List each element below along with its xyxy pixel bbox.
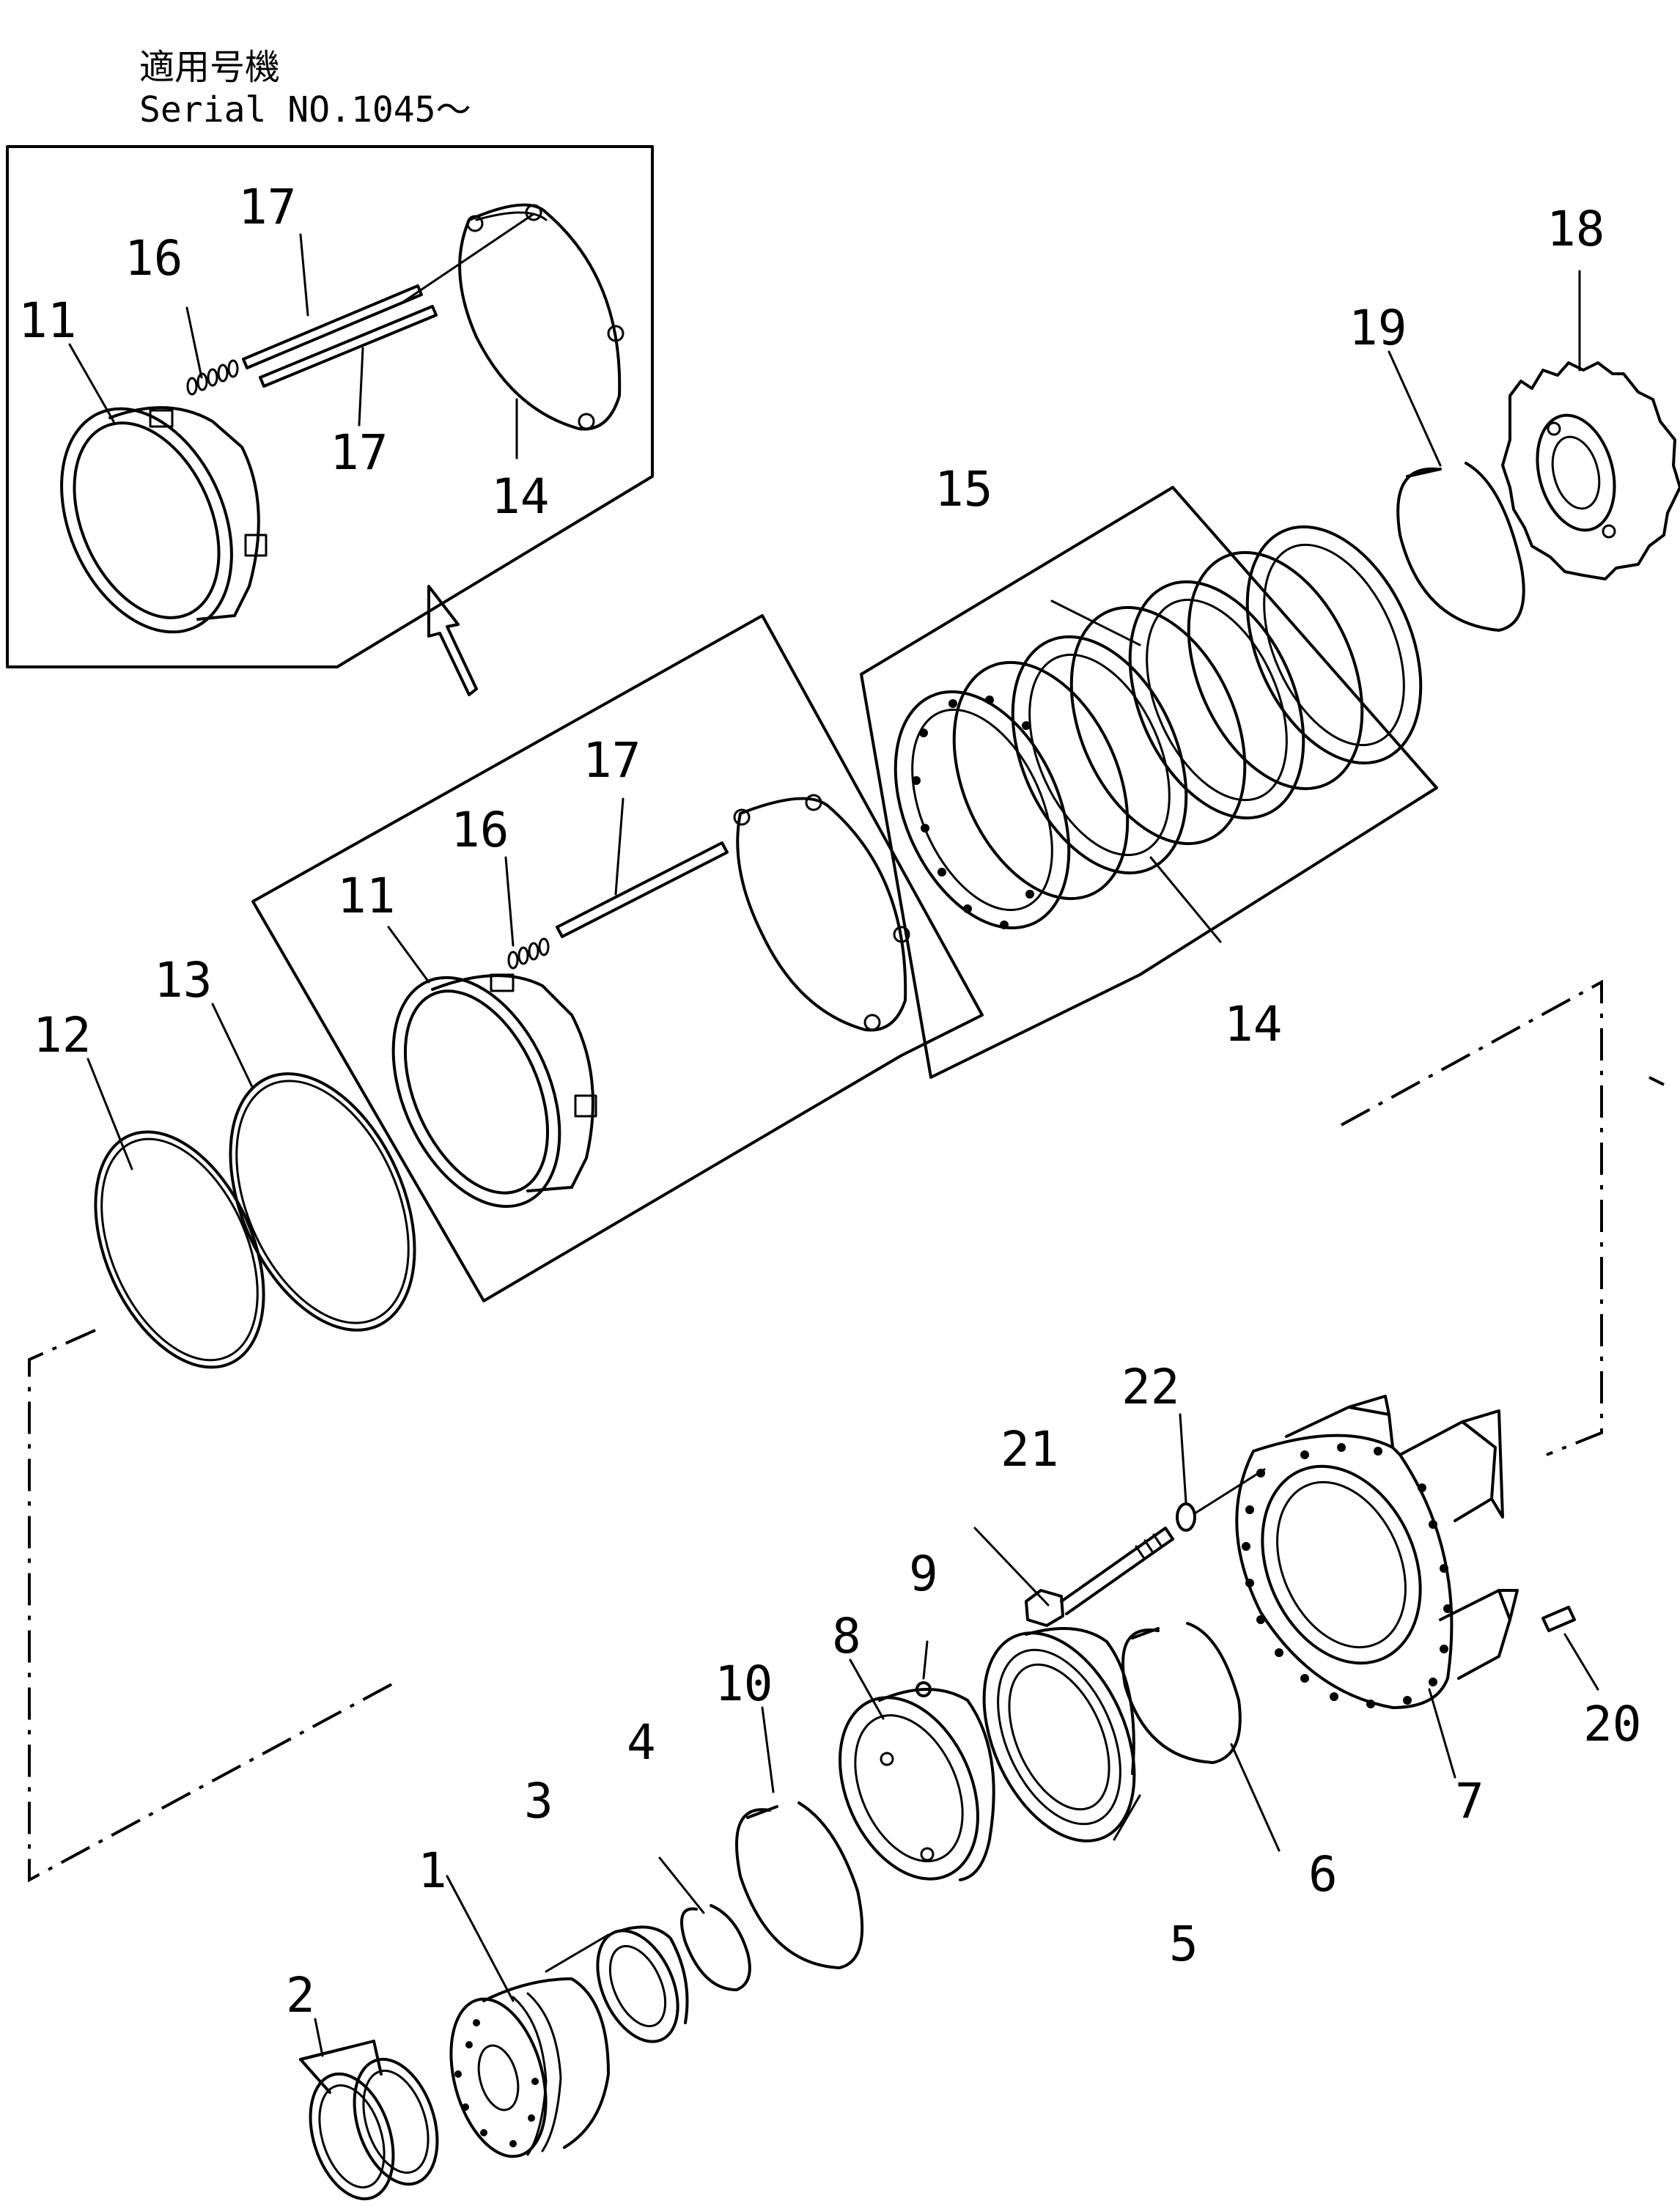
bolt-21 <box>1025 1527 1174 1627</box>
callout-19: 19 <box>1349 300 1407 356</box>
washer-22 <box>1176 1502 1196 1532</box>
callout-1: 1 <box>418 1842 447 1899</box>
snap-ring-10 <box>735 1801 864 1969</box>
callout-10: 10 <box>715 1656 773 1712</box>
callout-7: 7 <box>1455 1773 1484 1829</box>
callout-11: 11 <box>337 868 395 924</box>
callout-16: 16 <box>451 802 509 858</box>
callout-6: 6 <box>1308 1846 1338 1903</box>
o-ring-13 <box>229 1072 416 1332</box>
piston-body-1 <box>449 1977 610 2158</box>
callout-5: 5 <box>1169 1916 1198 1972</box>
callout-17-inset-bottom: 17 <box>330 424 388 481</box>
left-alignment-line <box>28 1329 397 1883</box>
callout-15: 15 <box>935 461 992 517</box>
callout-17-inset-top: 17 <box>238 179 296 235</box>
callout-11-inset: 11 <box>18 292 76 349</box>
callout-9: 9 <box>909 1546 938 1602</box>
clutch-pack-box <box>860 486 1438 1079</box>
callout-18: 18 <box>1547 201 1605 257</box>
snap-ring-6 <box>1121 1622 1242 1764</box>
snap-ring-19 <box>1396 462 1525 632</box>
callout-2: 2 <box>286 1967 315 2024</box>
right-alignment-line <box>1341 979 1603 1456</box>
callout-22: 22 <box>1121 1359 1179 1415</box>
bearing-cage-8 <box>839 1688 995 1881</box>
seal-ring-set-2 <box>299 2040 439 2201</box>
callout-12: 12 <box>33 1007 91 1063</box>
callout-17: 17 <box>583 732 641 789</box>
leader-lines <box>68 233 1599 2057</box>
serial-number-note: Serial NO.1045～ <box>139 89 471 130</box>
inset-variant-box <box>6 145 654 668</box>
callout-14: 14 <box>1224 996 1282 1052</box>
piston-group-box <box>251 614 984 1302</box>
callout-20: 20 <box>1583 1696 1641 1752</box>
callout-16-inset: 16 <box>125 230 183 287</box>
hub-gear-18 <box>1501 361 1680 580</box>
callout-21: 21 <box>1001 1421 1058 1478</box>
callout-3: 3 <box>524 1773 553 1829</box>
bearing-5 <box>982 1627 1136 1842</box>
snap-ring-4 <box>680 1904 751 1991</box>
callout-13: 13 <box>154 952 212 1008</box>
o-ring-12 <box>94 1130 265 1369</box>
callout-14-inset: 14 <box>491 468 549 525</box>
callout-8: 8 <box>832 1608 861 1664</box>
applicable-model-heading: 適用号機 <box>139 47 280 88</box>
ball-9 <box>915 1681 932 1697</box>
housing-7 <box>1235 1395 1519 1709</box>
bearing-3 <box>596 1925 689 2043</box>
callout-4: 4 <box>627 1714 656 1771</box>
pin-20 <box>1541 1606 1576 1632</box>
up-arrow-icon <box>427 585 478 696</box>
